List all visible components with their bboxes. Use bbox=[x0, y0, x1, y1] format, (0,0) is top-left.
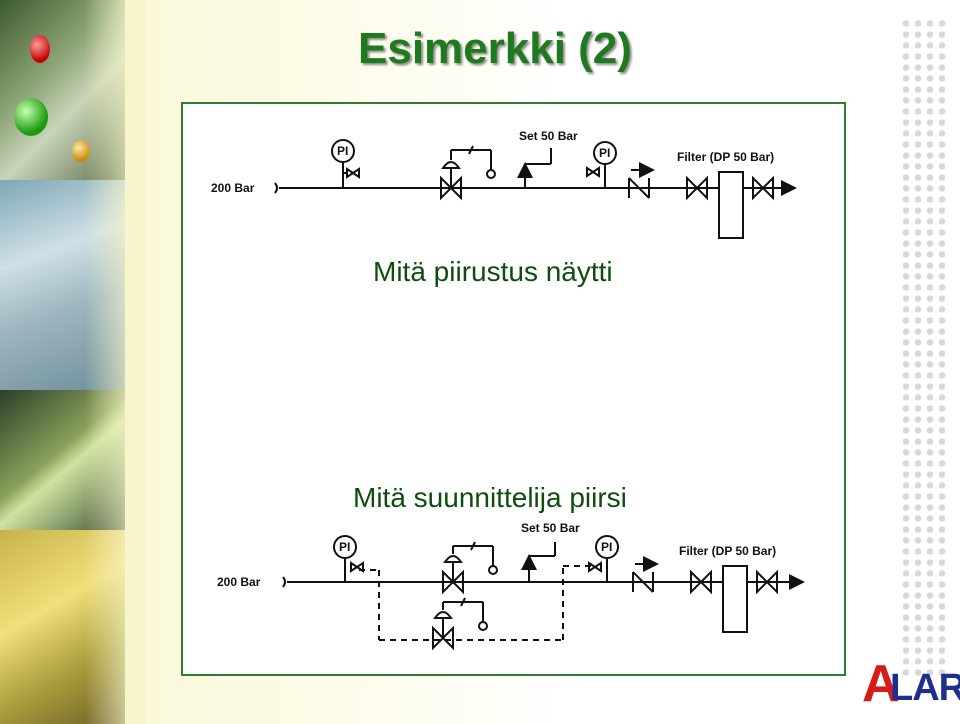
setpoint-label-top: Set 50 Bar bbox=[519, 129, 578, 143]
gate-valve-1 bbox=[686, 175, 708, 201]
filter-label-bottom: Filter (DP 50 Bar) bbox=[679, 544, 776, 558]
logo-letter-a: A bbox=[862, 655, 900, 713]
gate-valve-2-bottom bbox=[756, 569, 778, 595]
slide-title: Esimerkki (2) bbox=[358, 24, 632, 73]
diagram-bottom bbox=[282, 535, 805, 651]
gate-valve-1-bottom bbox=[690, 569, 712, 595]
isolation-valve-2 bbox=[586, 166, 600, 178]
section-heading-designed: Mitä suunnittelija piirsi bbox=[353, 482, 627, 513]
control-valve-bottom bbox=[442, 541, 498, 595]
pressure-indicator-2 bbox=[593, 141, 617, 165]
filter-top bbox=[718, 171, 744, 239]
gate-valve-2 bbox=[752, 175, 774, 201]
isolation-valve-1 bbox=[343, 167, 360, 179]
pi-label-bottom-2: PI bbox=[601, 540, 612, 554]
bypass-control-valve bbox=[432, 597, 488, 651]
pi-label-top-2: PI bbox=[599, 146, 610, 160]
pi-label-bottom-1: PI bbox=[339, 540, 350, 554]
pressure-indicator-1-bottom bbox=[333, 535, 357, 559]
inlet-break-mark bbox=[274, 182, 278, 194]
check-valve-top bbox=[628, 162, 655, 199]
green-light-icon bbox=[14, 98, 48, 136]
isolation-valve-1-bottom bbox=[350, 561, 364, 573]
setpoint-signal-top bbox=[517, 148, 552, 188]
strip-fade bbox=[85, 0, 145, 724]
alarp-logo: A LARP bbox=[862, 655, 960, 713]
inlet-label-bottom: 200 Bar bbox=[217, 575, 261, 589]
piping-diagrams: 200 Bar PI Set 50 Bar PI Filter (DP 50 B… bbox=[211, 129, 805, 651]
setpoint-signal-bottom bbox=[521, 542, 556, 582]
logo-letters-larp: LARP bbox=[890, 667, 960, 709]
pressure-indicator-1 bbox=[331, 139, 355, 163]
control-valve-top bbox=[440, 145, 496, 201]
bypass-dashed-line bbox=[359, 565, 595, 641]
filter-bottom bbox=[722, 565, 748, 633]
red-light-icon bbox=[30, 35, 50, 63]
check-valve-bottom bbox=[632, 556, 659, 593]
section-heading-drawn: Mitä piirustus näytti bbox=[373, 256, 613, 287]
setpoint-label-bottom: Set 50 Bar bbox=[521, 521, 580, 535]
isolation-valve-2-bottom bbox=[588, 561, 602, 573]
diagram-frame: Mitä piirustus näytti Mitä suunnittelija… bbox=[181, 102, 846, 676]
filter-label-top: Filter (DP 50 Bar) bbox=[677, 150, 774, 164]
pi-label-top-1: PI bbox=[337, 144, 348, 158]
pressure-indicator-2-bottom bbox=[595, 535, 619, 559]
inlet-label-top: 200 Bar bbox=[211, 181, 255, 195]
diagram-top bbox=[274, 139, 797, 239]
dot-pattern-decoration bbox=[900, 18, 950, 678]
